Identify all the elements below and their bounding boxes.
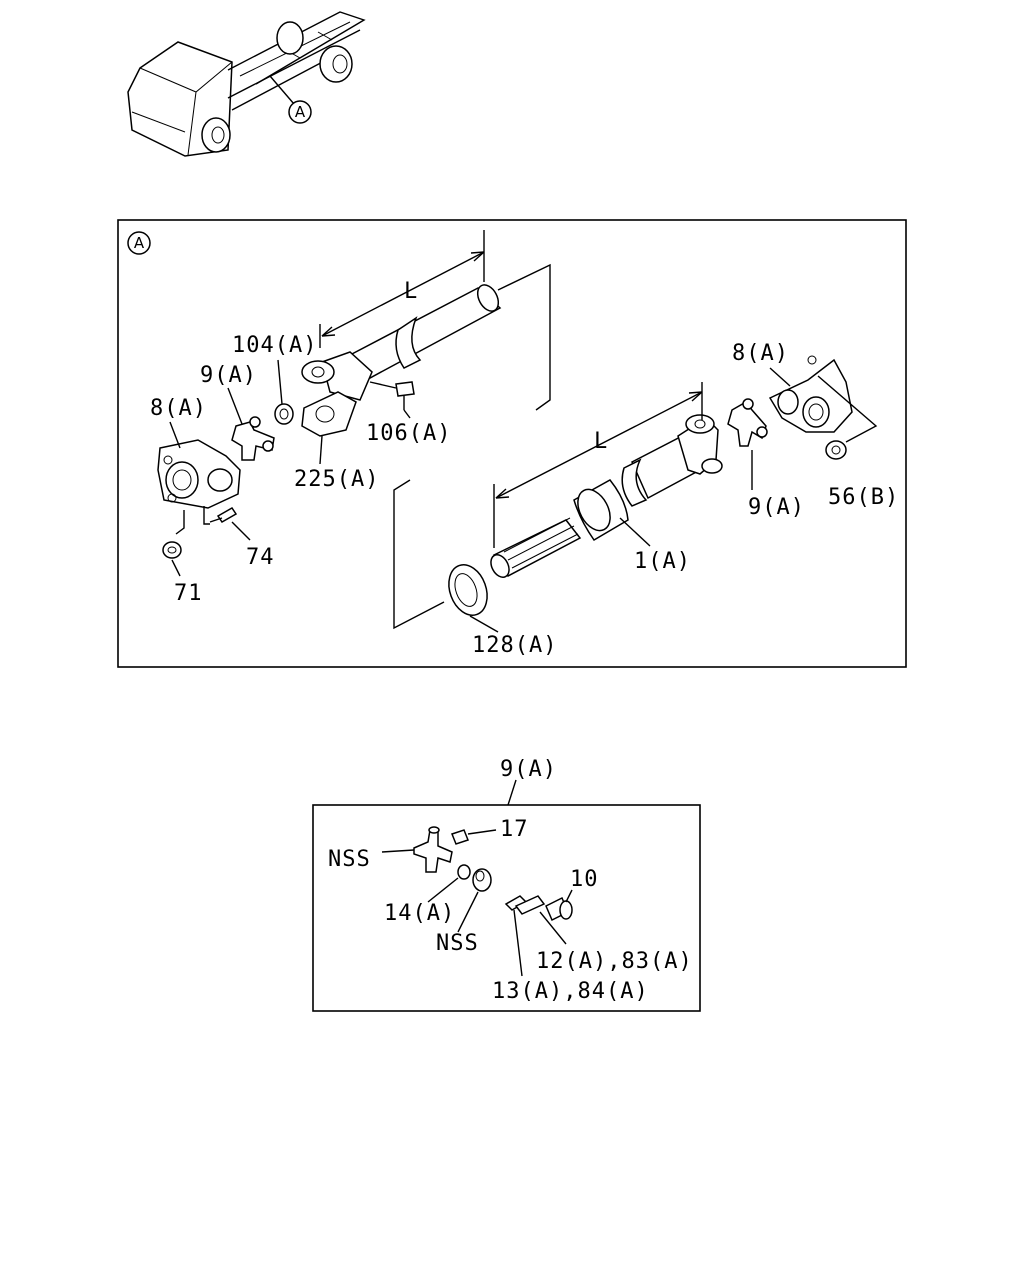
detail-a-frame: A bbox=[117, 219, 907, 668]
lower-propeller-shaft bbox=[393, 382, 723, 630]
callout-a-text: A bbox=[295, 103, 306, 121]
label-part-14: 14(A) bbox=[384, 901, 455, 926]
label-part-106: 106(A) bbox=[366, 421, 451, 446]
label-part-74: 74 bbox=[246, 545, 275, 570]
frame-a-marker-text: A bbox=[134, 234, 145, 252]
label-nss-top: NSS bbox=[328, 847, 371, 872]
label-part-13-84: 13(A),84(A) bbox=[492, 979, 649, 1004]
label-part-9-left: 9(A) bbox=[200, 363, 257, 388]
label-nss-bottom: NSS bbox=[436, 931, 479, 956]
detail-9-title: 9(A) bbox=[500, 757, 557, 782]
label-part-1: 1(A) bbox=[634, 549, 691, 574]
label-part-128: 128(A) bbox=[472, 633, 557, 658]
truck-illustration: A bbox=[127, 11, 366, 157]
label-dimension-l-lower: L bbox=[594, 429, 608, 454]
detail-9-parts bbox=[381, 826, 573, 977]
label-part-71: 71 bbox=[174, 581, 203, 606]
label-part-12-83: 12(A),83(A) bbox=[536, 949, 693, 974]
label-part-10: 10 bbox=[570, 867, 599, 892]
right-flange-assembly bbox=[727, 355, 878, 490]
label-part-225: 225(A) bbox=[294, 467, 379, 492]
label-part-17: 17 bbox=[500, 817, 529, 842]
left-flange-assembly bbox=[157, 403, 294, 559]
label-part-8-right: 8(A) bbox=[732, 341, 789, 366]
callout-a-marker bbox=[288, 100, 312, 124]
label-part-56: 56(B) bbox=[828, 485, 899, 510]
detail-a-leaders bbox=[169, 359, 791, 633]
label-part-104: 104(A) bbox=[232, 333, 317, 358]
label-dimension-l-upper: L bbox=[404, 279, 418, 304]
label-part-9-right: 9(A) bbox=[748, 495, 805, 520]
upper-propeller-shaft bbox=[301, 230, 551, 437]
detail-9-frame bbox=[312, 779, 701, 1012]
label-part-8-left: 8(A) bbox=[150, 396, 207, 421]
